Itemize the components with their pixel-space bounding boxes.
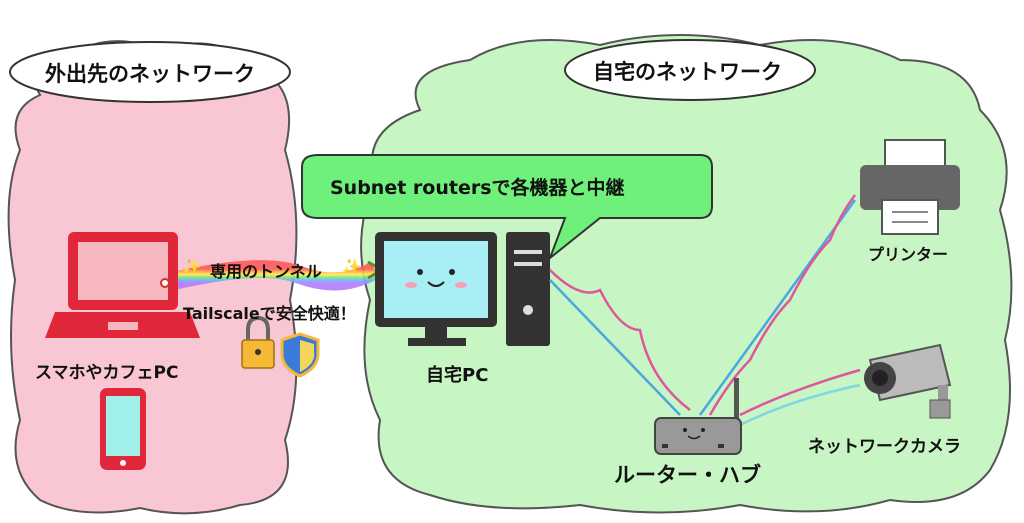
sparkle-icon: ✨ (182, 257, 202, 276)
outside-title-bubble (9, 41, 291, 103)
tunnel-caption: Tailscaleで安全快適！ (183, 304, 356, 323)
router-icon (654, 378, 742, 455)
outside-device-label: スマホやカフェPC (35, 363, 179, 383)
laptop-icon (45, 232, 200, 338)
router-label: ルーター・ハブ (614, 463, 761, 487)
shield-icon (280, 332, 320, 378)
tunnel-label: 専用のトンネル (210, 262, 322, 281)
printer-icon (860, 139, 960, 235)
home-pc-icon (375, 232, 550, 346)
speech-bubble-text: Subnet routersで各機器と中継 (330, 177, 625, 199)
outside-network-title: 外出先のネットワーク (45, 62, 255, 86)
tunnel-rainbow (162, 260, 380, 292)
lock-icon (241, 315, 275, 369)
home-pc-label: 自宅PC (426, 365, 489, 386)
speech-bubble-shape (301, 154, 713, 262)
camera-label: ネットワークカメラ (808, 437, 961, 457)
connection-lines (549, 194, 861, 427)
home-network-title: 自宅のネットワーク (593, 60, 782, 84)
printer-label: プリンター (868, 245, 949, 264)
sparkle-icon: ✨ (342, 257, 362, 276)
smartphone-icon (100, 388, 146, 470)
home-title-bubble (564, 39, 816, 101)
network-camera-icon (864, 343, 952, 419)
